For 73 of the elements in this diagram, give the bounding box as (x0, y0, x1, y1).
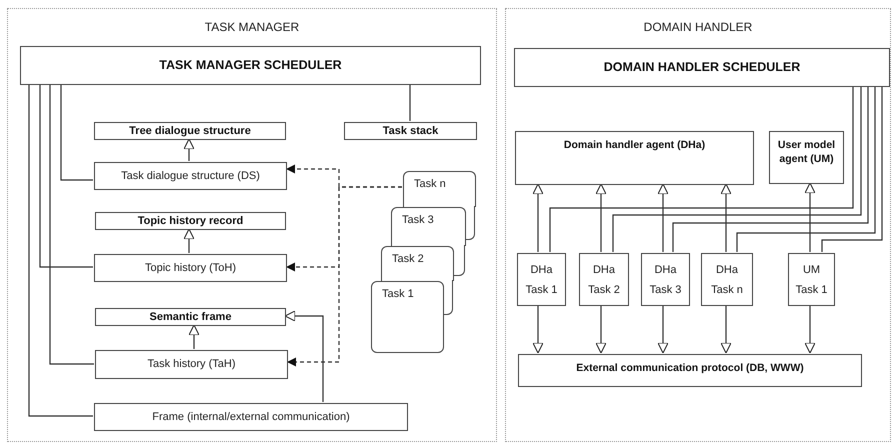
scheduler-box (514, 48, 890, 87)
card-label: Task 2 (392, 252, 424, 267)
arrow (596, 184, 606, 252)
box-label: DHa Task n (710, 262, 744, 298)
process-box (769, 131, 844, 184)
connector-line (39, 84, 93, 268)
connector-line (612, 86, 862, 252)
arrow (804, 182, 816, 252)
connector-line (60, 84, 93, 181)
connector-line (549, 86, 854, 252)
box-label: Tree dialogue structure (129, 124, 251, 139)
connector-line (49, 84, 94, 365)
arrow (658, 184, 668, 252)
card-label: Task 3 (402, 213, 434, 228)
box-label: Frame (internal/external communication) (152, 410, 350, 425)
card-label: Task n (414, 177, 446, 192)
box-label: UM Task 1 (794, 262, 828, 298)
process-box (94, 162, 287, 190)
arrow (804, 305, 816, 354)
box-label: User model agent (UM) (776, 138, 836, 166)
box-label: Task stack (382, 124, 438, 139)
task-card (403, 171, 476, 207)
process-box (788, 253, 835, 306)
process-box (517, 253, 566, 306)
process-box (95, 212, 286, 230)
box-label: Semantic frame (150, 310, 232, 325)
dashed-arrow (287, 186, 402, 366)
arrow (532, 305, 544, 354)
box-label: Task dialogue structure (DS) (121, 168, 260, 184)
box-label: Topic history record (138, 214, 244, 229)
dotted-panel (7, 8, 497, 442)
box-label: TASK MANAGER SCHEDULER (159, 57, 342, 74)
task-card (371, 281, 444, 353)
connector-line (28, 84, 93, 417)
process-box (641, 253, 690, 306)
box-label: DHa Task 2 (587, 262, 621, 298)
box-label: Domain handler agent (DHa) (562, 138, 706, 152)
arrow (184, 228, 194, 253)
connector-line (672, 86, 869, 252)
box-label: Task history (TaH) (147, 357, 236, 372)
box-label: External communication protocol (DB, WWW) (575, 361, 805, 375)
process-box (94, 254, 287, 282)
scheduler-box (20, 46, 481, 85)
connector-line (409, 84, 411, 121)
process-box (579, 253, 629, 306)
process-box (518, 354, 862, 387)
arrow (184, 138, 194, 161)
connector-line (736, 86, 876, 252)
card-label: Task 1 (382, 287, 414, 302)
dotted-panel (505, 8, 891, 442)
process-box (344, 122, 477, 140)
panel-title: TASK MANAGER (204, 19, 300, 36)
process-box (701, 253, 753, 306)
arrow (596, 305, 606, 354)
connector-line (821, 86, 883, 252)
process-box (95, 308, 286, 326)
arrow (188, 324, 200, 349)
box-label: DHa Task 3 (648, 262, 682, 298)
process-box (94, 403, 408, 431)
process-box (95, 350, 288, 379)
arrow (720, 305, 732, 354)
process-box (94, 122, 286, 140)
task-card (391, 207, 466, 246)
arrow (284, 310, 324, 402)
arrow (532, 184, 544, 252)
box-label: Topic history (ToH) (144, 260, 236, 276)
box-label: DOMAIN HANDLER SCHEDULER (604, 59, 800, 76)
panel-title: DOMAIN HANDLER (644, 19, 752, 36)
process-box (515, 131, 754, 185)
box-label: DHa Task 1 (524, 262, 558, 298)
arrow (658, 305, 668, 354)
task-card (381, 246, 454, 281)
arrow (720, 184, 732, 252)
